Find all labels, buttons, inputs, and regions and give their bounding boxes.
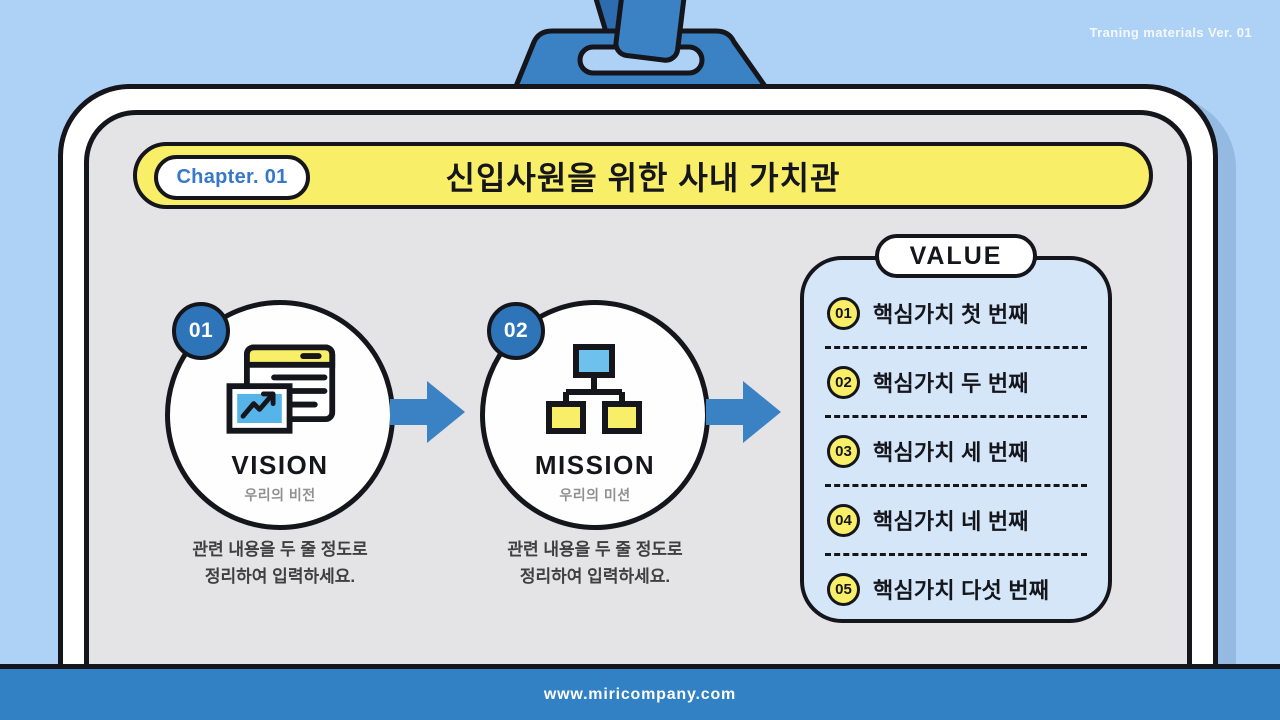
value-item: 05 핵심가치 다섯 번째 (804, 556, 1108, 622)
value-item: 03 핵심가치 세 번째 (804, 418, 1108, 484)
value-panel: VALUE 01 핵심가치 첫 번째 02 핵심가치 두 번째 03 핵심가치 … (800, 234, 1112, 623)
value-item-label: 핵심가치 세 번째 (873, 440, 1029, 465)
step-caption: 우리의 비전 (244, 487, 316, 503)
value-item: 04 핵심가치 네 번째 (804, 487, 1108, 553)
step-description: 관련 내용을 두 줄 정도로 정리하여 입력하세요. (192, 540, 368, 587)
browser-growth-chart-icon (220, 342, 340, 440)
step-title: MISSION (534, 450, 656, 480)
value-item-number-badge: 01 (827, 296, 860, 330)
value-item-number-badge: 02 (827, 365, 860, 399)
value-item-label: 핵심가치 다섯 번째 (873, 578, 1050, 603)
value-item-number-badge: 04 (827, 503, 860, 537)
footer-bar: www.miricompany.com (0, 664, 1280, 720)
footer-url: www.miricompany.com (543, 685, 737, 703)
lanyard-front-strap (613, 0, 689, 63)
lanyard-clip-icon (508, 0, 777, 99)
value-item-number-badge: 05 (827, 572, 860, 606)
step-number-badge: 02 (487, 302, 545, 360)
dashed-divider (825, 346, 1087, 349)
step-title: VISION (231, 450, 329, 480)
dashed-divider (825, 553, 1087, 556)
dashed-divider (825, 415, 1087, 418)
value-item-number-badge: 03 (827, 434, 860, 468)
mission-step-circle: 02 MISSION 우리의 미션 (480, 300, 710, 530)
dashed-divider (825, 484, 1087, 487)
step-caption: 우리의 미션 (559, 487, 631, 503)
step-number-badge: 01 (172, 302, 230, 360)
value-item-label: 핵심가치 두 번째 (873, 371, 1029, 396)
vision-step-circle: 01 VISION 우리의 비전 (165, 300, 395, 530)
value-item: 01 핵심가치 첫 번째 (804, 280, 1108, 346)
value-item-label: 핵심가치 첫 번째 (873, 302, 1029, 327)
value-item: 02 핵심가치 두 번째 (804, 349, 1108, 415)
value-panel-title: VALUE (875, 234, 1037, 278)
page-title: 신입사원을 위한 사내 가치관 (445, 159, 841, 196)
value-items-list: 01 핵심가치 첫 번째 02 핵심가치 두 번째 03 핵심가치 세 번째 0… (804, 280, 1108, 622)
chapter-badge: Chapter. 01 (154, 155, 310, 200)
header-bar: 신입사원을 위한 사내 가치관 Chapter. 01 (133, 142, 1153, 209)
step-description: 관련 내용을 두 줄 정도로 정리하여 입력하세요. (507, 540, 683, 587)
version-label: Traning materials Ver. 01 (1089, 25, 1252, 40)
org-chart-icon (545, 342, 645, 440)
value-item-label: 핵심가치 네 번째 (873, 509, 1029, 534)
